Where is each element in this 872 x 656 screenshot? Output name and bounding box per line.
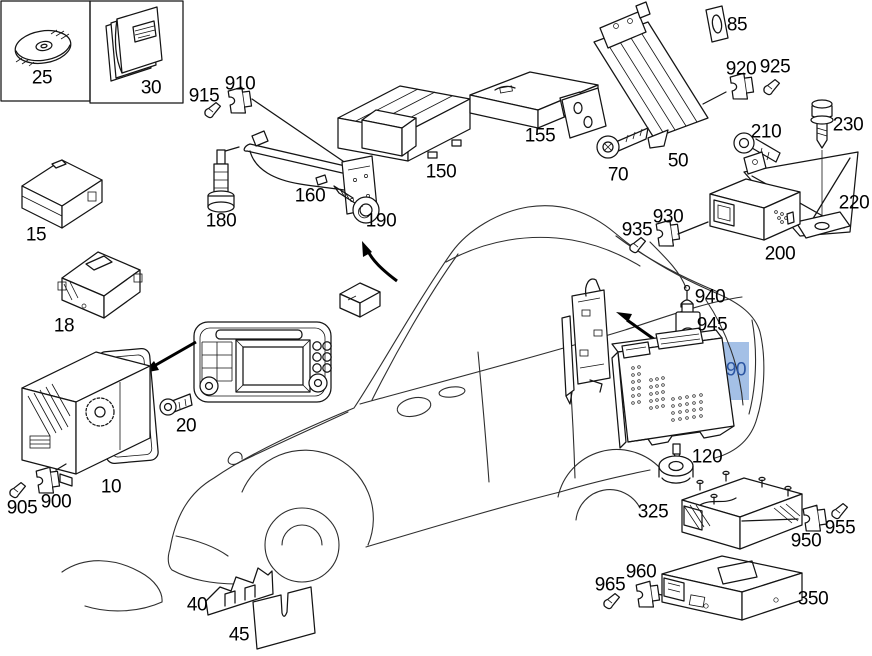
callout-325[interactable]: 325	[637, 501, 669, 523]
callout-210[interactable]: 210	[750, 121, 782, 143]
bolt-180	[207, 146, 240, 213]
car-silhouette	[61, 205, 765, 612]
display-screen	[235, 339, 311, 393]
callout-150[interactable]: 150	[425, 161, 457, 183]
connector-960	[635, 579, 661, 610]
amplifier-150	[337, 85, 471, 162]
leader-920	[702, 91, 727, 105]
mounting-studs	[696, 470, 792, 505]
callout-180[interactable]: 180	[205, 210, 237, 232]
module-15	[21, 159, 103, 229]
callout-15[interactable]: 15	[25, 224, 47, 246]
callout-900[interactable]: 900	[40, 491, 72, 513]
callout-155[interactable]: 155	[524, 125, 556, 147]
callout-200[interactable]: 200	[764, 243, 796, 265]
amplifier-50	[561, 1, 709, 149]
template-plate-45	[252, 586, 316, 650]
callout-965[interactable]: 965	[594, 574, 626, 596]
callout-70[interactable]: 70	[607, 164, 629, 186]
callout-350[interactable]: 350	[797, 588, 829, 610]
cd-rom-icon	[14, 29, 72, 67]
callout-40[interactable]: 40	[186, 594, 208, 616]
leader-910	[251, 98, 357, 171]
screw-20	[159, 393, 193, 416]
callout-25[interactable]: 25	[31, 67, 53, 89]
module-325	[681, 470, 803, 550]
callout-120[interactable]: 120	[691, 446, 723, 468]
module-350	[651, 555, 803, 621]
callout-45[interactable]: 45	[228, 624, 250, 646]
callout-190[interactable]: 190	[365, 210, 397, 232]
retainer-85	[705, 5, 729, 43]
dash-module	[339, 282, 381, 318]
leader-930	[677, 221, 709, 235]
callout-910[interactable]: 910	[224, 73, 256, 95]
arrow-to-bracket	[616, 312, 659, 344]
clip-925	[762, 78, 782, 96]
arrow-to-screw-190	[362, 241, 398, 283]
template-plate-40	[205, 567, 274, 616]
callout-90-highlighted[interactable]: 90	[725, 359, 747, 381]
bracket-220	[743, 151, 859, 239]
clip-965	[602, 592, 622, 610]
bolt-230	[810, 99, 834, 226]
callout-20[interactable]: 20	[175, 415, 197, 437]
screw-70	[596, 127, 649, 159]
right-button-grid	[312, 341, 332, 373]
grommet-120	[658, 455, 694, 484]
module-18	[57, 251, 143, 319]
right-knob	[308, 373, 328, 393]
callout-30[interactable]: 30	[140, 77, 162, 99]
radio-chassis-10	[21, 347, 159, 487]
perforation-dots	[631, 365, 703, 422]
callout-920[interactable]: 920	[725, 58, 757, 80]
callout-955[interactable]: 955	[824, 517, 856, 539]
callout-10[interactable]: 10	[100, 476, 122, 498]
screw-190	[333, 185, 380, 224]
clip-905	[8, 481, 28, 499]
callout-160[interactable]: 160	[294, 185, 326, 207]
left-knob	[199, 376, 219, 396]
callout-940[interactable]: 940	[694, 286, 726, 308]
callout-220[interactable]: 220	[838, 192, 870, 214]
control-unit-90	[611, 327, 735, 461]
callout-960[interactable]: 960	[625, 561, 657, 583]
callout-85[interactable]: 85	[726, 14, 748, 36]
callout-905[interactable]: 905	[6, 497, 38, 519]
module-200	[709, 178, 801, 241]
head-unit	[193, 321, 332, 403]
callout-925[interactable]: 925	[759, 56, 791, 78]
owners-manual-icon	[105, 6, 163, 82]
callout-930[interactable]: 930	[652, 206, 684, 228]
callout-50[interactable]: 50	[667, 150, 689, 172]
callout-950[interactable]: 950	[790, 530, 822, 552]
rear-mount-bracket	[561, 278, 611, 405]
callout-915[interactable]: 915	[188, 85, 220, 107]
callout-230[interactable]: 230	[832, 114, 864, 136]
box-manual	[89, 0, 184, 104]
callout-935[interactable]: 935	[621, 219, 653, 241]
callout-945[interactable]: 945	[696, 314, 728, 336]
connector-950	[802, 503, 828, 534]
cd-slot	[215, 329, 303, 340]
callout-18[interactable]: 18	[53, 315, 75, 337]
